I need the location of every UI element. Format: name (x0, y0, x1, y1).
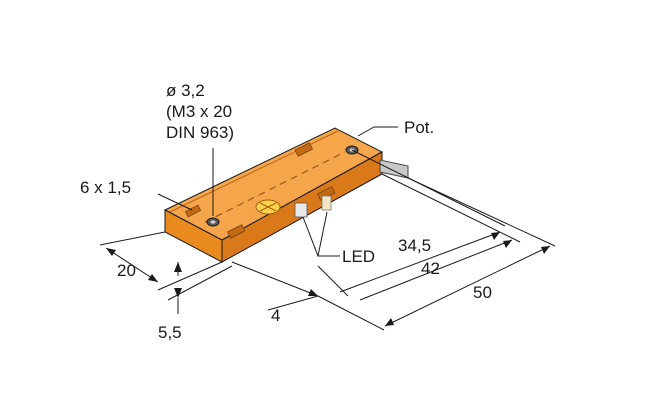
led-leader-1 (302, 216, 340, 257)
dim-total-length-line (384, 245, 551, 327)
sensing-face-icon (255, 199, 281, 215)
top-slot-rear (294, 142, 314, 157)
pot-leader (357, 126, 398, 137)
arrow-width-end (148, 274, 158, 282)
arrowheads (106, 232, 550, 326)
arrow-total-length (541, 246, 550, 254)
arrow-width-start (106, 248, 116, 256)
arrow-height-top (174, 262, 182, 272)
arrow-total-start (385, 318, 394, 326)
ext-total-rear (407, 177, 556, 247)
dim-body-length-label: 42 (421, 259, 440, 278)
ext-width-right (157, 261, 223, 291)
led-label: LED (342, 247, 375, 266)
slot-label: 6 x 1,5 (80, 178, 131, 197)
dim-offset-leader (267, 295, 319, 311)
dim-offset-line (231, 261, 319, 297)
din-spec-label: DIN 963) (166, 123, 234, 142)
dim-hole-spacing-label: 34,5 (398, 236, 431, 255)
arrow-offset (308, 289, 318, 296)
screw-spec-label: (M3 x 20 (166, 102, 232, 121)
arrow-height-bottom (174, 288, 182, 298)
center-axis-line (204, 151, 346, 223)
dim-width-line (105, 247, 159, 283)
leader-lines (157, 126, 398, 257)
dim-width-label: 20 (117, 261, 136, 280)
dim-height-label: 5,5 (158, 323, 182, 342)
mounting-hole-front (206, 217, 220, 227)
dimension-lines (99, 149, 556, 331)
ext-body-rear (381, 173, 521, 243)
led-indicator-2 (321, 195, 332, 211)
slot-leader (157, 193, 193, 211)
top-slot-front (226, 224, 246, 239)
led-indicator-1 (294, 202, 308, 218)
hole-diameter-label: ø 3,2 (166, 81, 205, 100)
dim-total-length-label: 50 (473, 283, 492, 302)
dim-offset-label: 4 (271, 306, 280, 325)
dim-hole-spacing-line (339, 231, 501, 293)
ext-hole-front (317, 265, 349, 297)
pot-label: Pot. (404, 118, 434, 137)
arrow-body-length (503, 240, 512, 248)
front-slot (184, 204, 202, 218)
led-leader-2 (317, 211, 328, 257)
ext-total-front (317, 295, 385, 331)
arrow-hole-spacing (491, 232, 500, 240)
dim-body-length-line (359, 239, 513, 301)
ext-width-left (99, 231, 166, 246)
sensor-body (163, 127, 409, 263)
